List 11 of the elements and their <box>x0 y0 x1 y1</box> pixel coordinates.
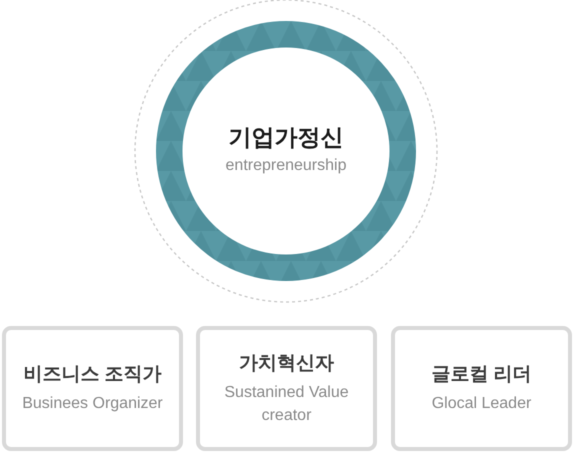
card-subtitle: Businees Organizer <box>22 394 163 414</box>
card-subtitle: Sustanined Value creator <box>223 382 350 426</box>
role-card <box>2 326 183 451</box>
card-title: 글로컬 리더 <box>431 363 532 387</box>
role-card <box>196 326 377 451</box>
card-title: 가치혁신자 <box>239 352 334 376</box>
card-subtitle: Glocal Leader <box>432 394 532 414</box>
card-title: 비즈니스 조직가 <box>23 363 162 387</box>
role-card <box>391 326 572 451</box>
center-title: 기업가정신 <box>228 123 344 151</box>
center-subtitle: entrepreneurship <box>226 156 346 176</box>
